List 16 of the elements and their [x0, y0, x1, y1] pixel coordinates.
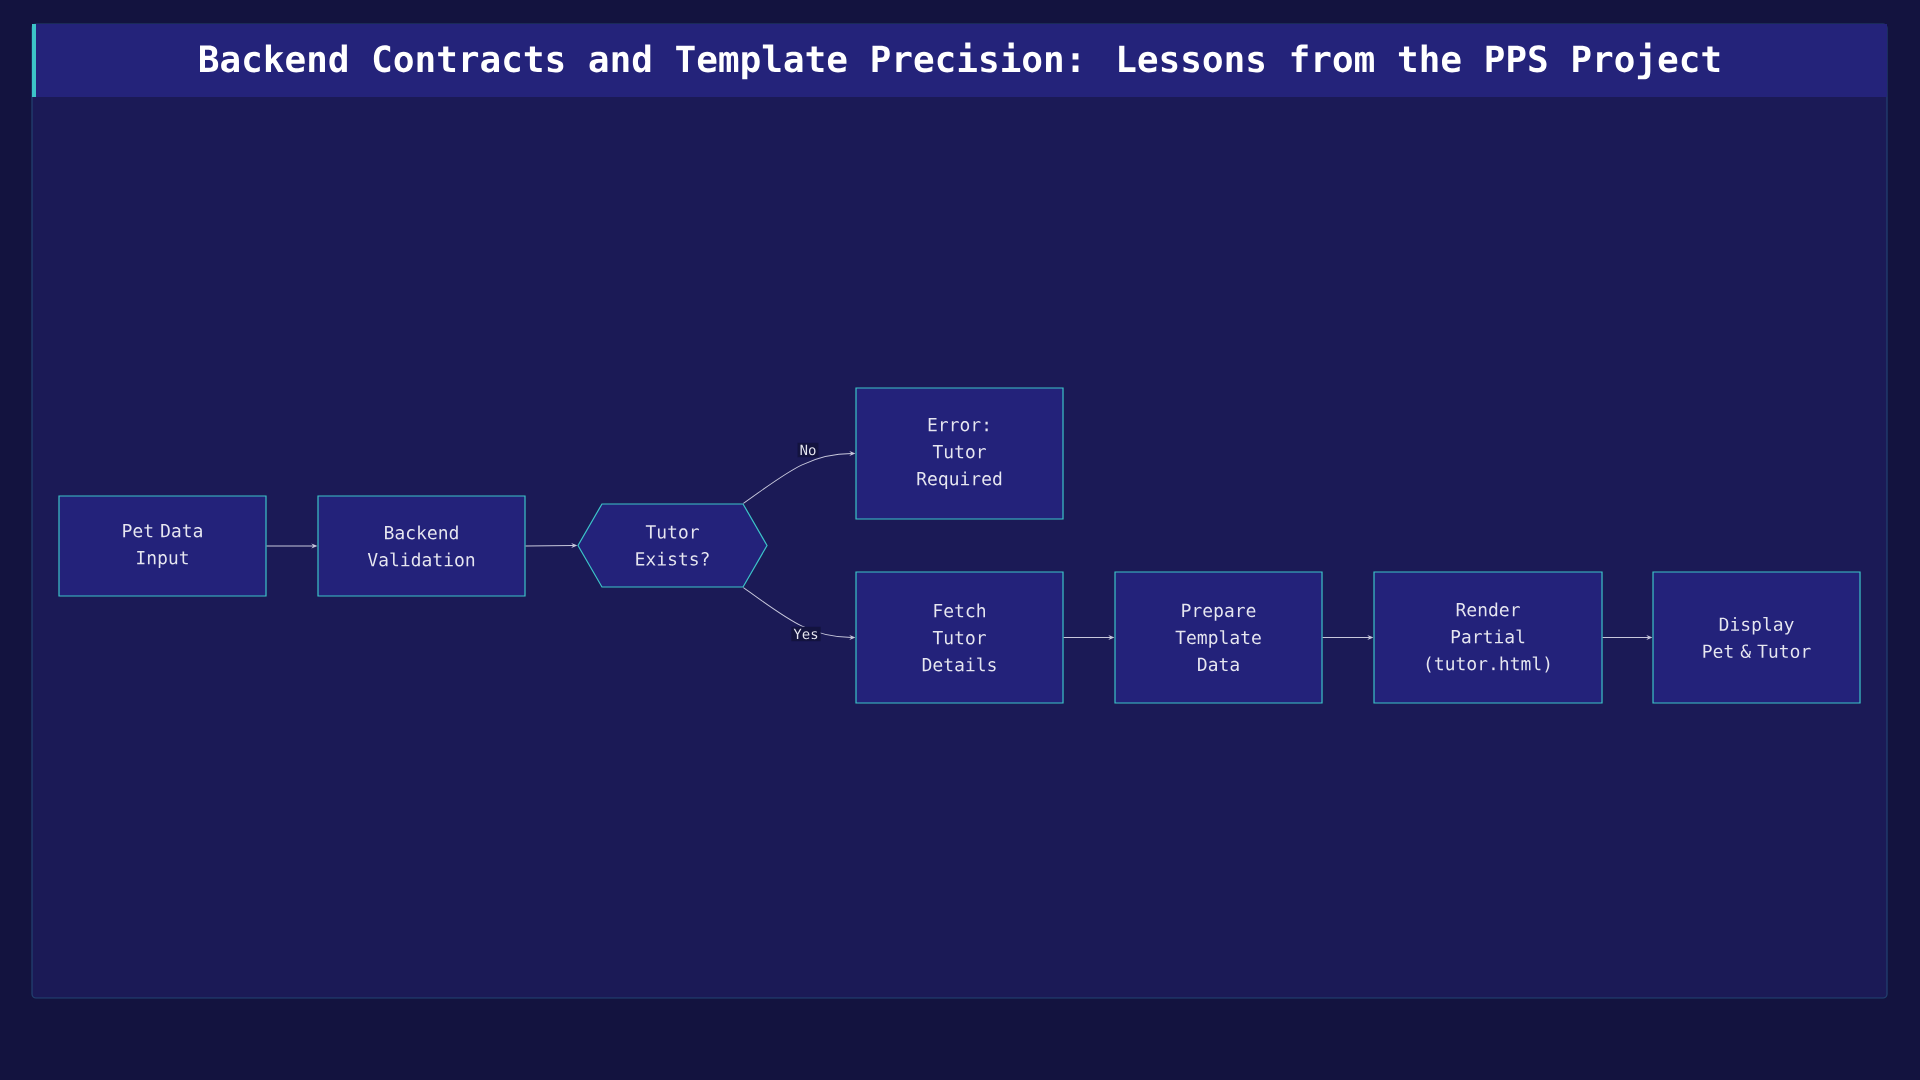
process-box: Pet Data Input: [58, 495, 267, 597]
process-box: Display Pet & Tutor: [1652, 571, 1861, 704]
arrow: [1063, 635, 1114, 640]
process-box: Fetch Tutor Details: [855, 571, 1064, 704]
process-box: Error: Tutor Required: [855, 387, 1064, 520]
arrow: [742, 451, 855, 504]
arrow: [742, 587, 855, 640]
process-box: Backend Validation: [317, 495, 526, 597]
arrow: [1322, 635, 1373, 640]
arrow: [266, 544, 317, 548]
arrow: [1602, 635, 1652, 640]
process-box: Prepare Template Data: [1114, 571, 1323, 704]
process-box: Render Partial (tutor.html): [1373, 571, 1603, 704]
arrow: [525, 543, 577, 548]
title-bar: Backend Contracts and Template Precision: Lessons from the PPS Project: [32, 24, 1887, 97]
decision-hexagon: Tutor Exists?: [577, 503, 768, 588]
